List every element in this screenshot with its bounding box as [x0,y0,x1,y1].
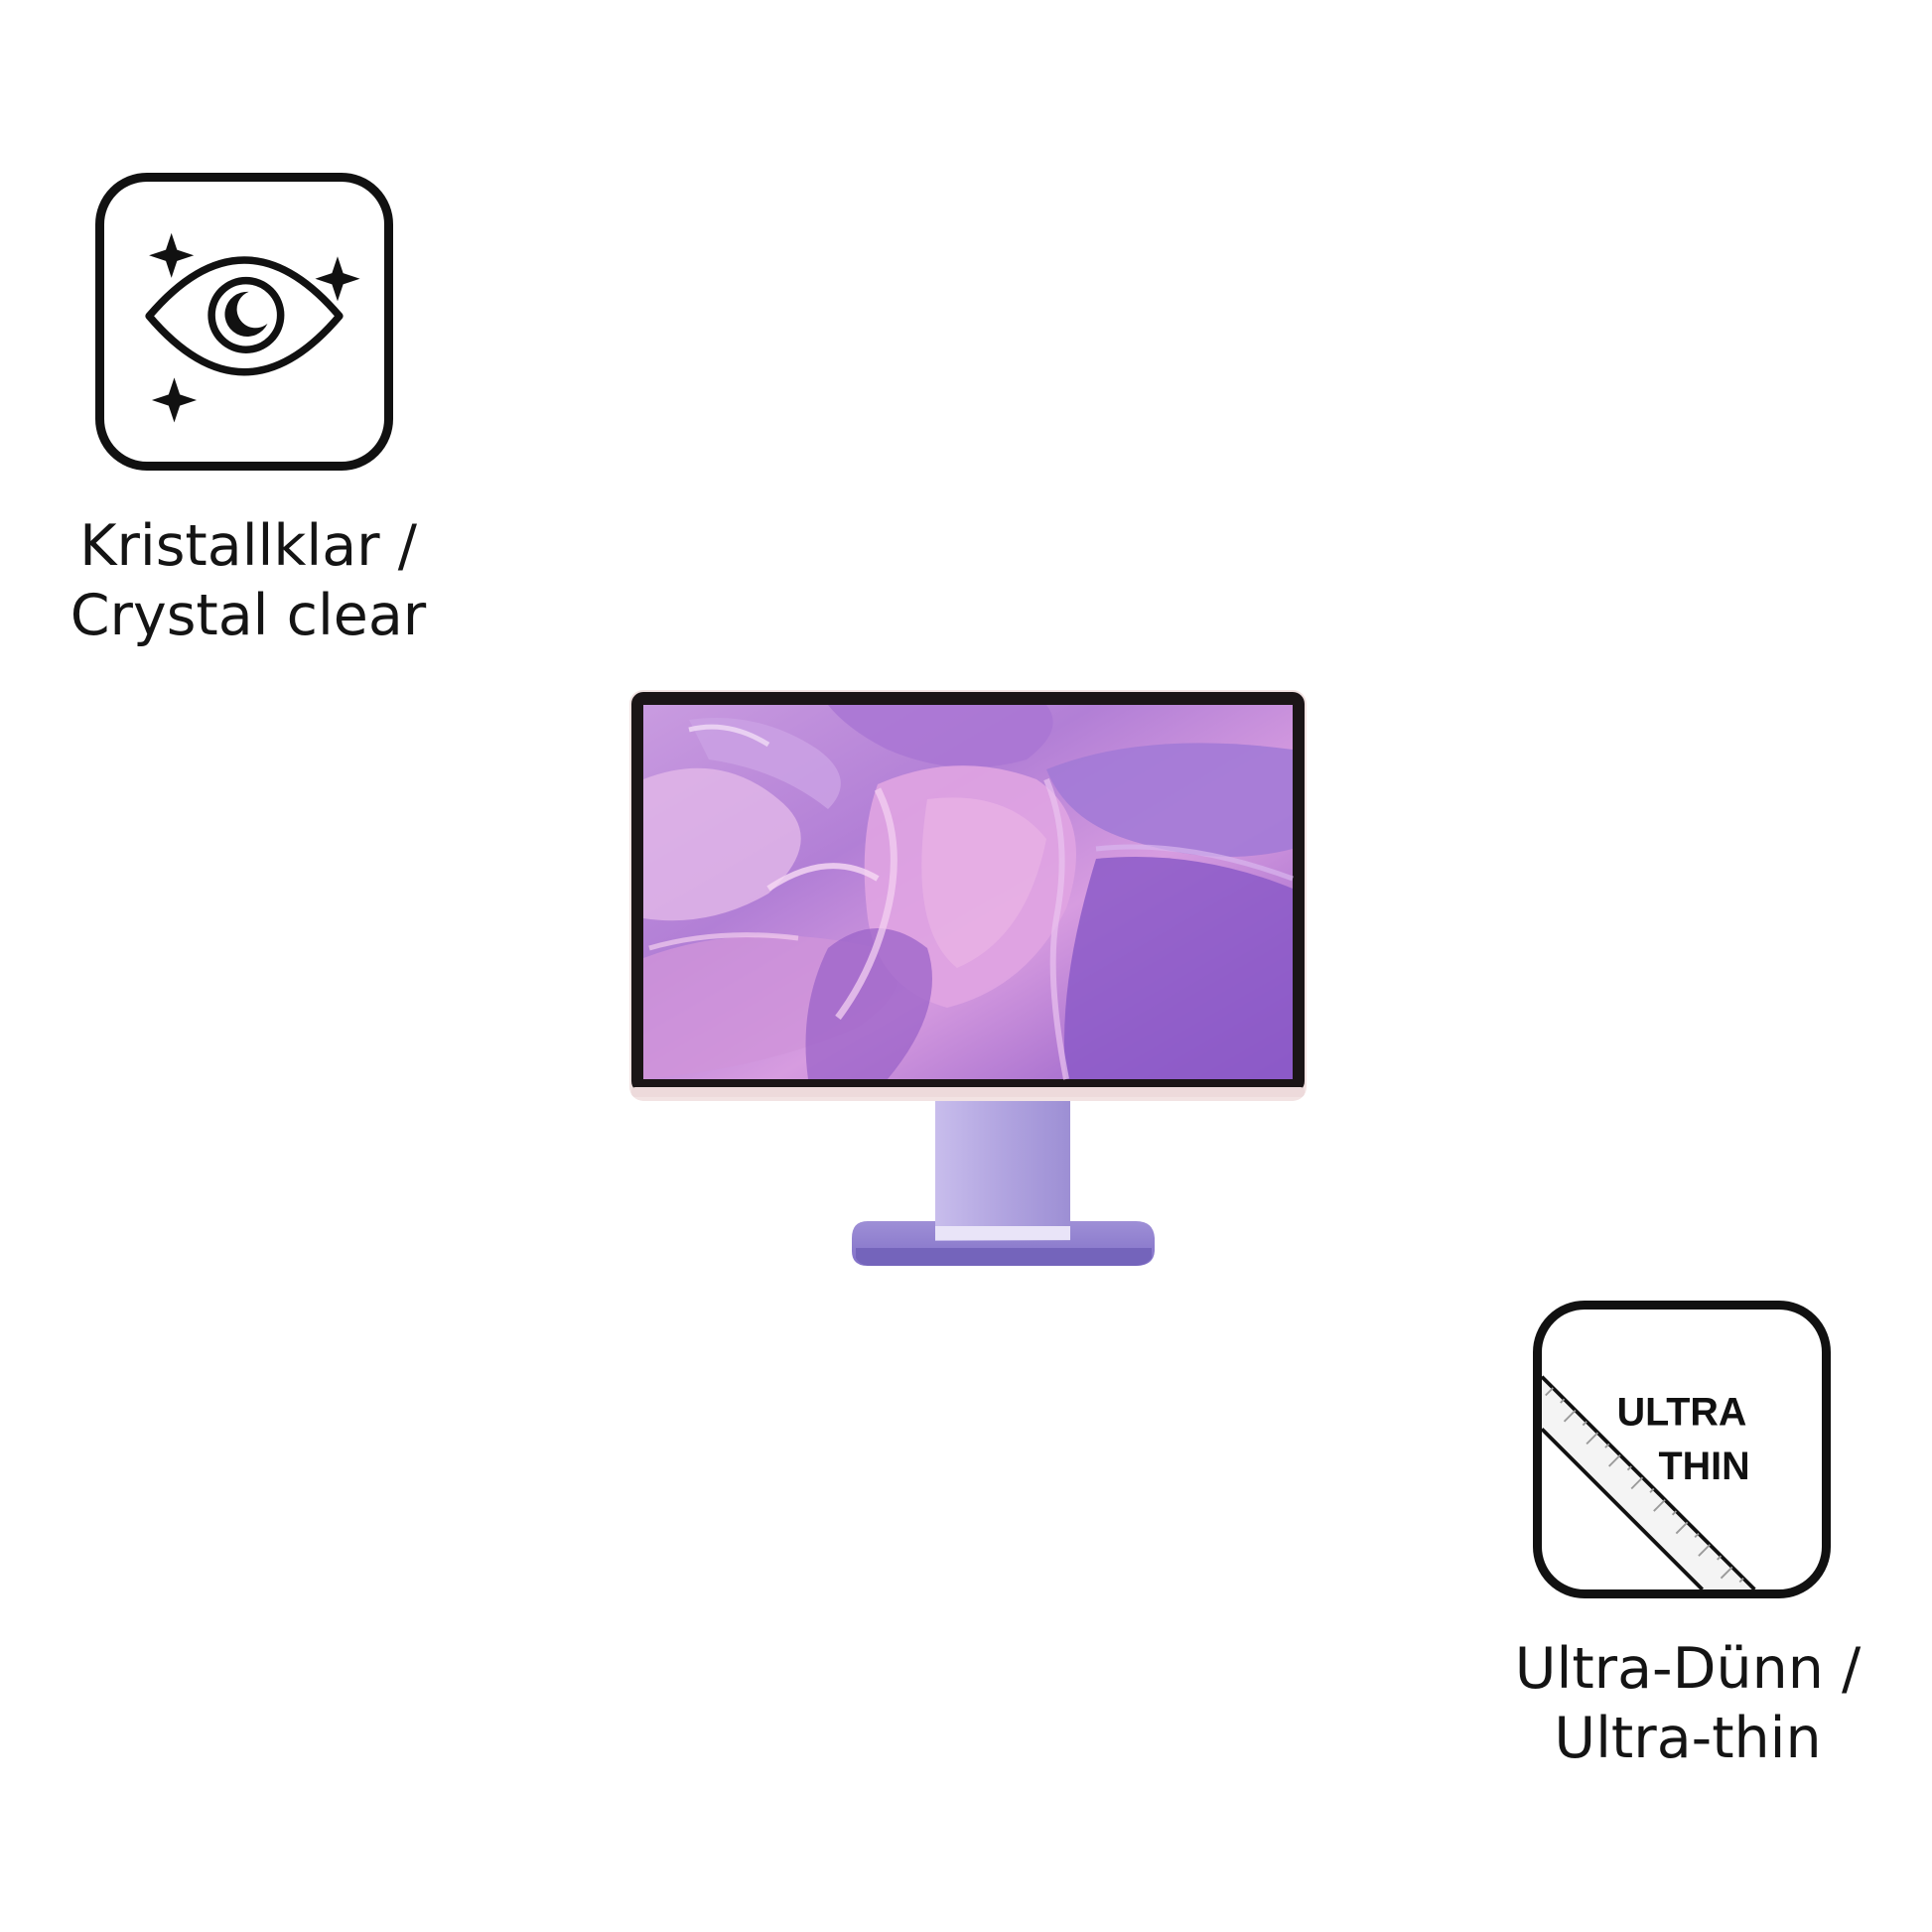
crystal-clear-label-de: Kristallklar / [79,513,417,579]
monitor-on-stand-image [629,690,1307,1271]
ultra-thin-label-en: Ultra-thin [1554,1706,1822,1771]
crystal-clear-icon-frame [95,173,393,471]
ultra-thin-label-de: Ultra-Dünn / [1514,1636,1862,1702]
ultra-thin-ruler-icon: ULTRA THIN [1542,1375,1756,1589]
thin-text: THIN [1659,1445,1750,1488]
crystal-clear-label-en: Crystal clear [69,583,427,648]
ultra-text: ULTRA [1617,1391,1747,1435]
sparkle-icon [149,232,195,278]
sparkle-icon [315,256,360,302]
crystal-clear-label: Kristallklar / Crystal clear [50,511,447,650]
sparkle-icon [151,377,198,423]
ultra-thin-icon-frame: ULTRA THIN [1533,1301,1831,1598]
eye-sparkle-icon [145,232,360,423]
ultra-thin-label: Ultra-Dünn / Ultra-thin [1479,1634,1896,1773]
